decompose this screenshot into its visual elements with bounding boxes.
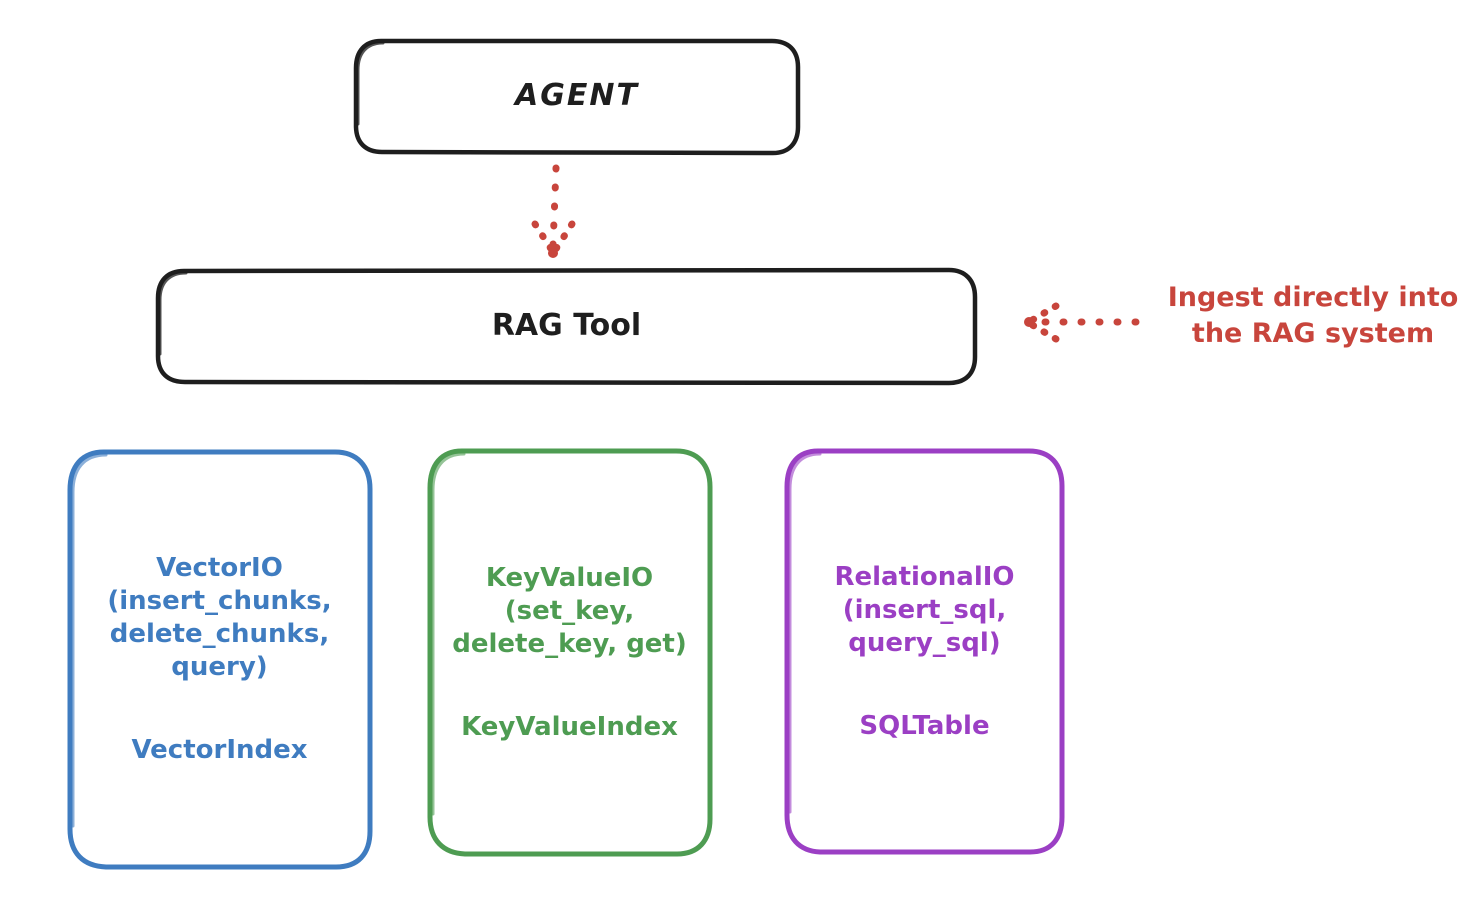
relational-io-node-label: RelationalIO (insert_sql, query_sql) SQL… bbox=[786, 450, 1063, 854]
relational-io-entity-text: SQLTable bbox=[859, 710, 990, 741]
key-value-io-entity-text: KeyValueIndex bbox=[461, 711, 678, 742]
agent-node-label: AGENT bbox=[515, 78, 639, 114]
vector-io-interface-text: VectorIO (insert_chunks, delete_chunks, … bbox=[107, 552, 332, 683]
key-value-io-node-label: KeyValueIO (set_key, delete_key, get) Ke… bbox=[428, 450, 711, 856]
relational-io-interface-text: RelationalIO (insert_sql, query_sql) bbox=[834, 561, 1015, 659]
vector-io-node-label: VectorIO (insert_chunks, delete_chunks, … bbox=[68, 450, 371, 869]
vector-io-entity-text: VectorIndex bbox=[131, 735, 308, 766]
agent-to-rag-tool-connector bbox=[531, 164, 576, 258]
ingest-annotation-text: Ingest directly into the RAG system bbox=[1167, 282, 1459, 349]
rag-tool-node-label: RAG Tool bbox=[491, 308, 642, 344]
note-to-rag-tool-connector bbox=[1024, 302, 1140, 343]
key-value-io-interface-text: KeyValueIO (set_key, delete_key, get) bbox=[452, 562, 687, 660]
